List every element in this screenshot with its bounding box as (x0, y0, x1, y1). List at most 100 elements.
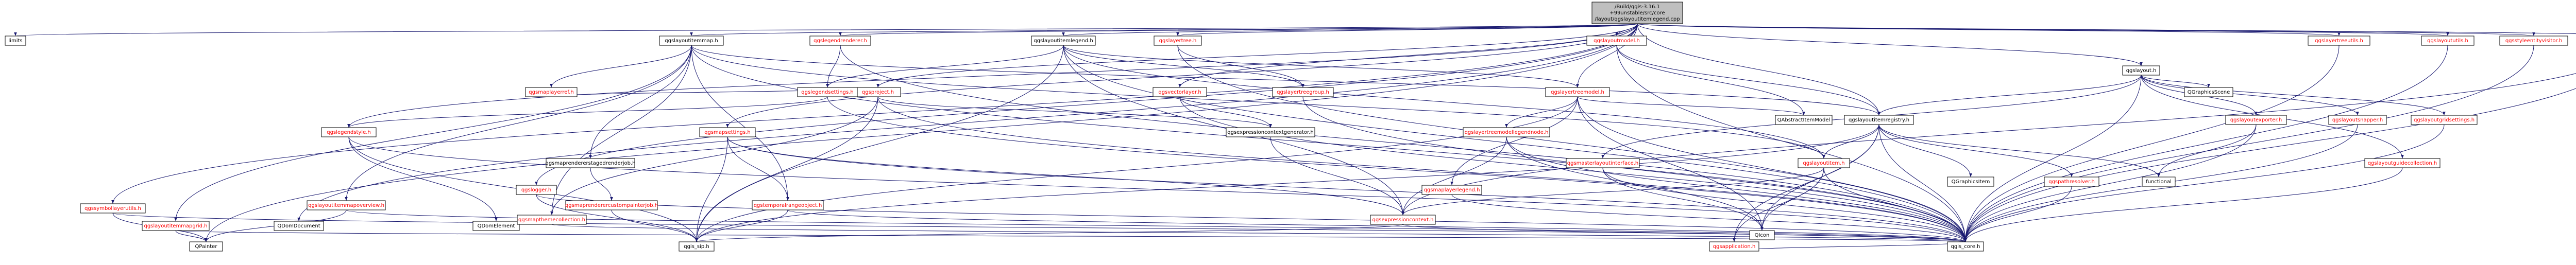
node-box (1947, 176, 1994, 187)
edge (691, 45, 789, 201)
edge (345, 45, 692, 201)
node-qpainter[interactable]: QPainter (189, 241, 223, 252)
edge (695, 96, 878, 242)
node-label: qgsmaplayerlegend.h (1424, 187, 1480, 193)
node-label: +99unstable/src/core (1609, 10, 1665, 16)
node-label: QGraphicsItem (1952, 179, 1990, 185)
node-qdomdocument[interactable]: QDomDocument (274, 221, 324, 231)
node-label: qgslayertreegroup.h (1277, 90, 1329, 95)
node-qgslayoutitemmapgrid-h[interactable]: qgslayoutitemmapgrid.h (142, 221, 210, 231)
node-qgsmasterlayoutinterface-h[interactable]: qgsmasterlayoutinterface.h (1566, 158, 1640, 168)
node-box (2421, 36, 2475, 46)
edge (1964, 167, 2403, 242)
edge (1577, 96, 1764, 231)
edge (726, 23, 1638, 128)
node-qgsexpressioncontext-h[interactable]: qgsexpressioncontext.h (1370, 215, 1436, 225)
edge (297, 23, 1638, 222)
edge (1506, 136, 1764, 231)
node-label: qgsapplication.h (1713, 244, 1756, 250)
node-qgslayout-h[interactable]: qgslayout.h (2122, 65, 2160, 76)
node-qgstemporalrangeobject-h[interactable]: qgstemporalrangeobject.h (752, 200, 824, 210)
node-label: qgsvectorlayer.h (1158, 90, 1201, 95)
node-limits[interactable]: limits (5, 36, 26, 46)
node-qgsmaprenderercustompainterjob-h[interactable]: qgsmaprenderercustompainterjob.h (565, 200, 658, 210)
node-qgslayertreeutils-h[interactable]: qgslayertreeutils.h (2308, 36, 2370, 46)
edge (590, 167, 613, 201)
node-qicon[interactable]: QIcon (1749, 230, 1775, 240)
node-qgis-core-h[interactable]: qgis_core.h (1947, 241, 1984, 252)
node-qgraphicsitem[interactable]: QGraphicsItem (1947, 176, 1994, 187)
node-qgslegendstyle-h[interactable]: qgslegendstyle.h (321, 127, 377, 137)
node-label: qgslegendstyle.h (327, 130, 371, 135)
node-qgsproject-h[interactable]: qgsproject.h (855, 87, 901, 97)
node-qgsmaplayerlegend-h[interactable]: qgsmaplayerlegend.h (1421, 185, 1482, 195)
node-qgslegendrenderer-h[interactable]: qgslegendrenderer.h (809, 36, 871, 46)
node-qgsmapthemecollection-h[interactable]: qgsmapthemecollection.h (517, 215, 587, 225)
node-qgsmapsettings-h[interactable]: qgsmapsettings.h (699, 127, 756, 137)
node-functional[interactable]: functional (2142, 176, 2176, 187)
edge (1964, 45, 2534, 242)
node-qgsexpressioncontextgenerator-h[interactable]: qgsexpressioncontextgenerator.h (1226, 127, 1315, 137)
node-box (1709, 241, 1759, 252)
edge (2141, 75, 2446, 116)
edge (175, 230, 1966, 242)
node-label: qgstemporalrangeobject.h (754, 203, 822, 208)
node-qgsmaplayerref-h[interactable]: qgsmaplayerref.h (525, 87, 578, 97)
node-qgslayoutitemmapoverview-h[interactable]: qgslayoutitemmapoverview.h (307, 200, 386, 210)
node-qgslayoutitemmap-h[interactable]: qgslayoutitemmap.h (659, 36, 724, 46)
node-box (321, 127, 377, 137)
node-label: qgis_sip.h (684, 244, 709, 250)
edge (174, 45, 692, 222)
node-label: qgssymbollayerutils.h (84, 206, 141, 211)
node-qgslayertreemodellegendnode-h[interactable]: qgslayertreemodellegendnode.h (1463, 127, 1550, 137)
edge (1878, 124, 2073, 178)
node-qgslayoutitemlegend-h[interactable]: qgslayoutitemlegend.h (1031, 36, 1096, 46)
node-qgslayoutguidecollection-h[interactable]: qgslayoutguidecollection.h (2364, 158, 2441, 168)
node-qgslayertreegroup-h[interactable]: qgslayertreegroup.h (1272, 87, 1334, 97)
edge (589, 45, 692, 159)
node-qgslayoutexporter-h[interactable]: qgslayoutexporter.h (2225, 115, 2287, 125)
node-qabstractitemmodel[interactable]: QAbstractItemModel (1775, 115, 1833, 125)
node-qgssymbollayerutils-h[interactable]: qgssymbollayerutils.h (80, 203, 146, 214)
node-qgsvectorlayer-h[interactable]: qgsvectorlayer.h (1153, 87, 1207, 97)
node-qgslayoutgridsettings-h[interactable]: qgslayoutgridsettings.h (2411, 115, 2478, 125)
node-qgsstyleentityvisitor-h[interactable]: qgsstyleentityvisitor.h (2499, 36, 2568, 46)
node-label: qgslayertreeutils.h (2315, 38, 2363, 44)
edge (1402, 224, 1967, 242)
node-qgslayoutsnapper-h[interactable]: qgslayoutsnapper.h (2328, 115, 2387, 125)
node-qgslayertree-h[interactable]: qgslayertree.h (1154, 36, 1202, 46)
edge (347, 96, 828, 128)
node-label: qgslayertreemodellegendnode.h (1465, 130, 1549, 135)
node-qgis-sip-h[interactable]: qgis_sip.h (679, 241, 715, 252)
node-qgsapplication-h[interactable]: qgsapplication.h (1709, 241, 1759, 252)
node-box (274, 221, 324, 231)
edge (1576, 23, 1638, 88)
node-qgslegendsettings-h[interactable]: qgslegendsettings.h (797, 87, 858, 97)
node-label: qgslayoutsnapper.h (2332, 117, 2383, 123)
edge (1577, 96, 1967, 242)
node-qgslayoututils-h[interactable]: qgslayoututils.h (2421, 36, 2475, 46)
edge (787, 209, 1967, 242)
node-label: qgslayoutitemmapgrid.h (144, 223, 207, 229)
node-qgspathresolver-h[interactable]: qgspathresolver.h (2044, 176, 2099, 187)
node-qgslayoutitemregistry-h[interactable]: qgslayoutitemregistry.h (1844, 115, 1914, 125)
edge (1964, 45, 2448, 242)
edge (1637, 23, 1880, 116)
node-qdomelement[interactable]: QDomElement (472, 221, 520, 231)
node-qgslayoutmodel-h[interactable]: qgslayoutmodel.h (1586, 36, 1647, 46)
node-qgsmaprendererstagedrenderjob-h[interactable]: qgsmaprendererstagedrenderjob.h (545, 158, 636, 168)
node-qgslogger-h[interactable]: qgslogger.h (516, 185, 557, 195)
edge (348, 136, 1967, 242)
node-label: qgis_core.h (1951, 244, 1980, 250)
edge (727, 136, 1404, 216)
edge (827, 96, 1967, 242)
node-qgslayertreemodel-h[interactable]: qgslayertreemodel.h (1545, 87, 1610, 97)
node-qgraphicsscene[interactable]: QGraphicsScene (2184, 87, 2233, 97)
node-box (1798, 158, 1850, 168)
edge (877, 96, 1272, 128)
node-qgslayoutitem-h[interactable]: qgslayoutitem.h (1798, 158, 1850, 168)
node-box (2184, 87, 2233, 97)
node-box (2364, 158, 2441, 168)
edge (826, 45, 841, 88)
edge (1505, 96, 1578, 128)
